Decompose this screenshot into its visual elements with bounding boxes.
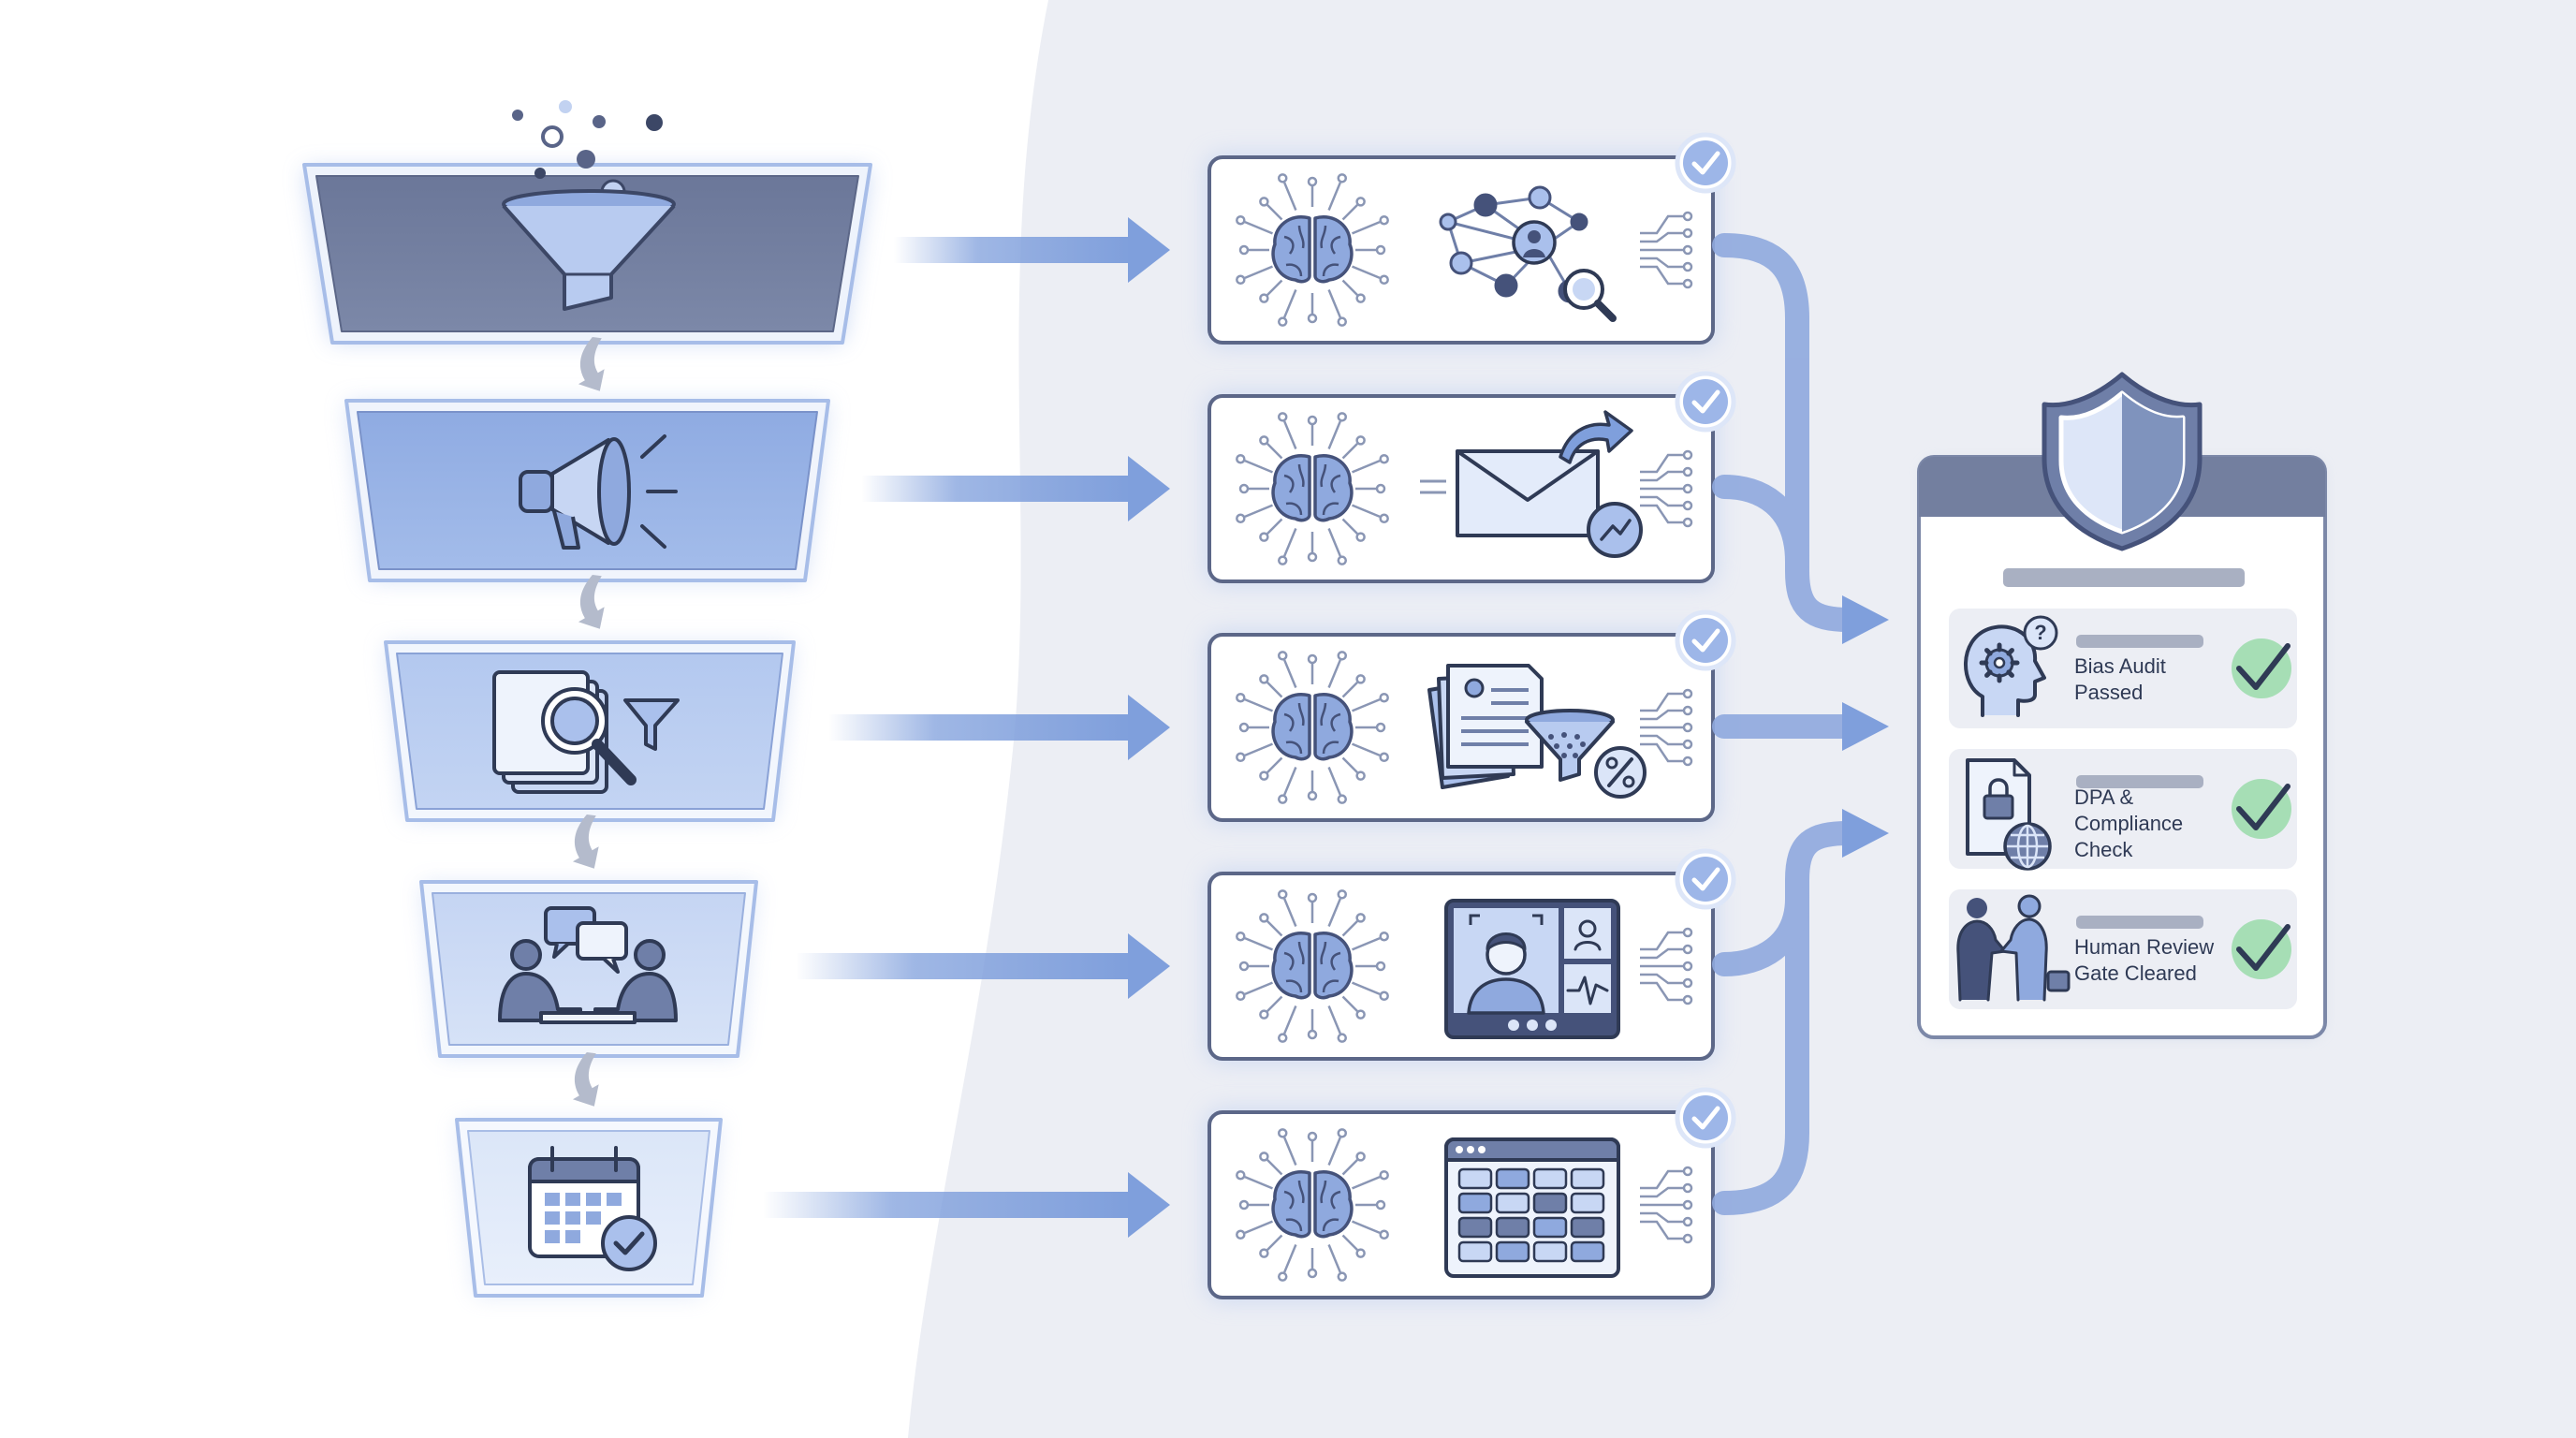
verified-check-icon [1675, 1087, 1736, 1149]
circuit-output-icon [1640, 927, 1693, 1005]
label-line: Human Review [2074, 935, 2215, 959]
flow-arrows [763, 217, 1170, 1238]
label-line: Check [2074, 838, 2133, 861]
item-title-placeholder [2076, 635, 2203, 648]
funnel-stage-4 [419, 880, 758, 1058]
ai-step-card-3 [1206, 609, 1736, 824]
arrow-stage-2 [861, 456, 1170, 521]
compliance-item-2 [1949, 749, 2297, 871]
circuit-output-icon [1640, 211, 1693, 289]
item-title-placeholder [2076, 775, 2203, 788]
calendar-check-icon [528, 1146, 657, 1271]
label-line: Gate Cleared [2074, 961, 2197, 985]
ai-brain-icon [1236, 412, 1389, 565]
merge-connectors [1712, 233, 1861, 1215]
arrow-stage-1 [894, 217, 1170, 283]
ai-step-cards [1206, 132, 1736, 1301]
funnel-stage-2 [344, 399, 830, 582]
verified-check-icon [1675, 609, 1736, 671]
document-search-filter-icon [492, 670, 680, 794]
ai-step-card-2 [1206, 371, 1736, 585]
head-gear-question-icon: ? [1964, 615, 2058, 717]
funnel-stage-5 [455, 1118, 723, 1298]
green-check-icon [2232, 919, 2291, 979]
funnel-stage-1 [302, 100, 872, 345]
ai-step-card-1 [1206, 132, 1736, 346]
label-line: Passed [2074, 681, 2144, 704]
shield-icon [2042, 372, 2203, 551]
funnel-icon [502, 100, 676, 311]
compliance-item-3 [1949, 889, 2297, 1009]
network-search-icon [1439, 185, 1617, 322]
handshake-icon [1956, 894, 2071, 1002]
funnel-stage-3 [384, 640, 796, 822]
ai-brain-icon [1236, 889, 1389, 1043]
resume-filter-percent-icon [1427, 664, 1647, 799]
megaphone-icon [519, 434, 678, 550]
document-lock-globe-icon [1966, 758, 2052, 871]
circuit-output-icon [1640, 688, 1693, 767]
green-check-icon [2232, 638, 2291, 698]
arrow-stage-5 [763, 1172, 1170, 1238]
label-line: Compliance [2074, 812, 2184, 835]
circuit-output-icon [1640, 1166, 1693, 1244]
schedule-grid-icon [1444, 1137, 1620, 1278]
arrow-stage-3 [828, 695, 1170, 760]
ai-brain-icon [1236, 173, 1389, 327]
verified-check-icon [1675, 132, 1736, 194]
ai-brain-icon [1236, 1128, 1389, 1282]
compliance-items: ? [1949, 609, 2297, 1009]
green-check-icon [2232, 779, 2291, 839]
item-title-placeholder [2076, 916, 2203, 929]
label-line: Bias Audit [2074, 654, 2166, 678]
verified-check-icon [1675, 371, 1736, 433]
label-line: DPA & [2074, 785, 2134, 809]
stage-down-arrows [572, 337, 605, 1107]
merge-arrowheads [1842, 595, 1889, 858]
interview-meeting-icon [498, 906, 678, 1024]
compliance-panel: ? [1917, 372, 2327, 1039]
ai-step-card-4 [1206, 848, 1736, 1063]
email-outreach-icon [1420, 410, 1643, 558]
circuit-output-icon [1640, 449, 1693, 528]
ai-step-card-5 [1206, 1087, 1736, 1301]
funnel-stages [302, 100, 872, 1298]
panel-title-placeholder [2003, 568, 2245, 587]
compliance-item-1: ? [1949, 609, 2297, 728]
verified-check-icon [1675, 848, 1736, 910]
arrow-stage-4 [796, 933, 1170, 999]
ai-brain-icon [1236, 651, 1389, 804]
question-mark-glyph: ? [2034, 621, 2046, 644]
video-interview-icon [1444, 899, 1620, 1039]
